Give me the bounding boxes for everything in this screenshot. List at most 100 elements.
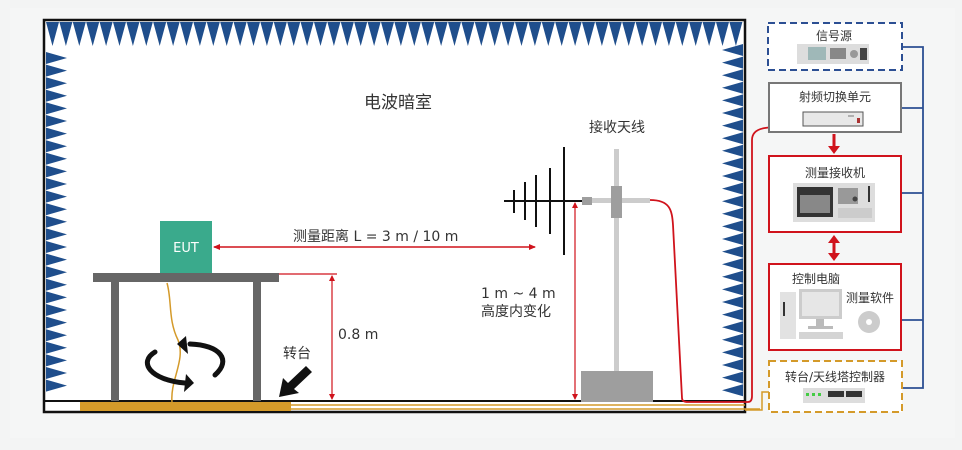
absorber-wedge-top (287, 22, 301, 46)
test-table-top (93, 273, 279, 282)
absorber-wedge-left (46, 115, 67, 127)
absorber-wedge-right (722, 258, 743, 271)
table-leg-left (111, 282, 119, 401)
absorber-wedge-left (46, 165, 67, 178)
absorber-wedge-left (46, 152, 67, 165)
absorber-wedge-top (515, 22, 528, 46)
absorber-wedge-top (649, 22, 662, 46)
absorber-wedge-right (722, 69, 743, 82)
absorber-wedge-top (622, 22, 636, 46)
arrow-down-icon (828, 146, 840, 154)
absorber-wedge-top (635, 22, 649, 46)
absorber-wedge-left (46, 266, 67, 279)
absorber-wedge-right (722, 157, 743, 170)
absorber-wedge-right (722, 321, 743, 334)
absorber-wedge-right (722, 245, 743, 258)
software-disc-icon (858, 311, 880, 333)
absorber-wedge-top (354, 22, 368, 46)
turntable-plate (80, 402, 291, 411)
absorber-wedge-top (113, 22, 126, 46)
absorber-wedge-top (716, 22, 729, 46)
signal-generator-icon (797, 44, 869, 64)
absorber-wedge-left (46, 102, 67, 115)
absorber-wedge-left (46, 77, 67, 90)
absorber-wedge-left (46, 253, 67, 266)
absorber-wedge-top (180, 22, 193, 46)
absorber-wedge-right (722, 220, 743, 233)
absorber-wedge-right (722, 195, 743, 208)
absorber-wedge-right (722, 233, 743, 245)
absorber-wedge-left (46, 304, 67, 316)
absorber-wedge-top (206, 22, 220, 46)
eut-label: EUT (173, 241, 199, 256)
absorber-wedge-top (582, 22, 595, 46)
absorber-wedge-left (46, 367, 67, 379)
absorber-wedge-top (675, 22, 689, 46)
absorber-wedge-top (247, 22, 260, 46)
absorber-wedge-top (595, 22, 609, 46)
absorber-wedge-top (488, 22, 502, 46)
absorber-wedge-top (381, 22, 394, 46)
absorber-wedge-top (729, 22, 743, 46)
rf-switch-label: 射频切换单元 (799, 89, 871, 104)
receiver-icon (793, 183, 875, 222)
absorber-wedge-top (233, 22, 247, 46)
absorber-wedge-left (46, 178, 67, 190)
absorber-wedge-top (59, 22, 73, 46)
absorber-wedge-top (394, 22, 408, 46)
distance-arrow-right (529, 244, 536, 250)
absorber-wedge-top (273, 22, 287, 46)
absorber-wedge-top (448, 22, 461, 46)
absorber-wedge-left (46, 354, 67, 367)
absorber-wedge-right (722, 359, 743, 371)
absorber-wedge-top (300, 22, 314, 46)
antenna-title: 接收天线 (589, 119, 645, 136)
absorber-wedge-right (722, 371, 743, 384)
absorber-wedge-right (722, 333, 743, 346)
absorber-wedge-right (722, 44, 743, 56)
absorber-wedge-top (608, 22, 622, 46)
absorber-wedge-top (314, 22, 327, 46)
mast-base (581, 371, 653, 402)
eut-cable (166, 282, 181, 403)
absorber-wedge-left (46, 190, 67, 203)
log-periodic-antenna (504, 147, 582, 255)
pc-label: 控制电脑 (792, 272, 840, 286)
distance-arrow-left (213, 244, 220, 250)
arrow-down (329, 394, 335, 400)
absorber-wedge-top (166, 22, 180, 46)
absorber-wedge-left (46, 140, 67, 153)
arrow-up (329, 275, 335, 281)
absorber-wedge-left (46, 203, 67, 216)
absorber-wedge-left (46, 89, 67, 102)
eut-box (160, 221, 212, 273)
absorber-wedge-top (528, 22, 542, 46)
absorber-wedge-right (722, 144, 743, 157)
absorber-wedge-top (139, 22, 153, 46)
absorber-wedge-right (722, 308, 743, 321)
absorber-wedge-left (46, 329, 67, 342)
absorber-wedge-top (340, 22, 354, 46)
absorber-wedge-top (461, 22, 475, 46)
computer-icon (780, 289, 843, 339)
absorber-wedge-top (568, 22, 582, 46)
absorber-wedge-right (722, 119, 743, 132)
antenna-height-note: 高度内变化 (481, 303, 551, 320)
absorber-wedge-left (46, 127, 67, 140)
absorber-wedge-right (722, 94, 743, 107)
arrow-down-icon (828, 253, 840, 261)
absorber-wedge-top (474, 22, 488, 46)
turntable-label: 转台 (283, 346, 311, 362)
absorber-wedge-right (722, 56, 743, 69)
absorber-wedge-right (722, 107, 743, 119)
antenna-connector (582, 197, 592, 205)
absorber-wedge-top (46, 22, 59, 46)
absorber-wedge-top (126, 22, 140, 46)
absorber-wedge-top (434, 22, 448, 46)
absorber-wedge-top (220, 22, 234, 46)
absorber-wedge-right (722, 296, 743, 308)
rf-switch-icon (802, 111, 864, 127)
absorber-wedge-top (327, 22, 341, 46)
absorber-wedge-top (99, 22, 113, 46)
